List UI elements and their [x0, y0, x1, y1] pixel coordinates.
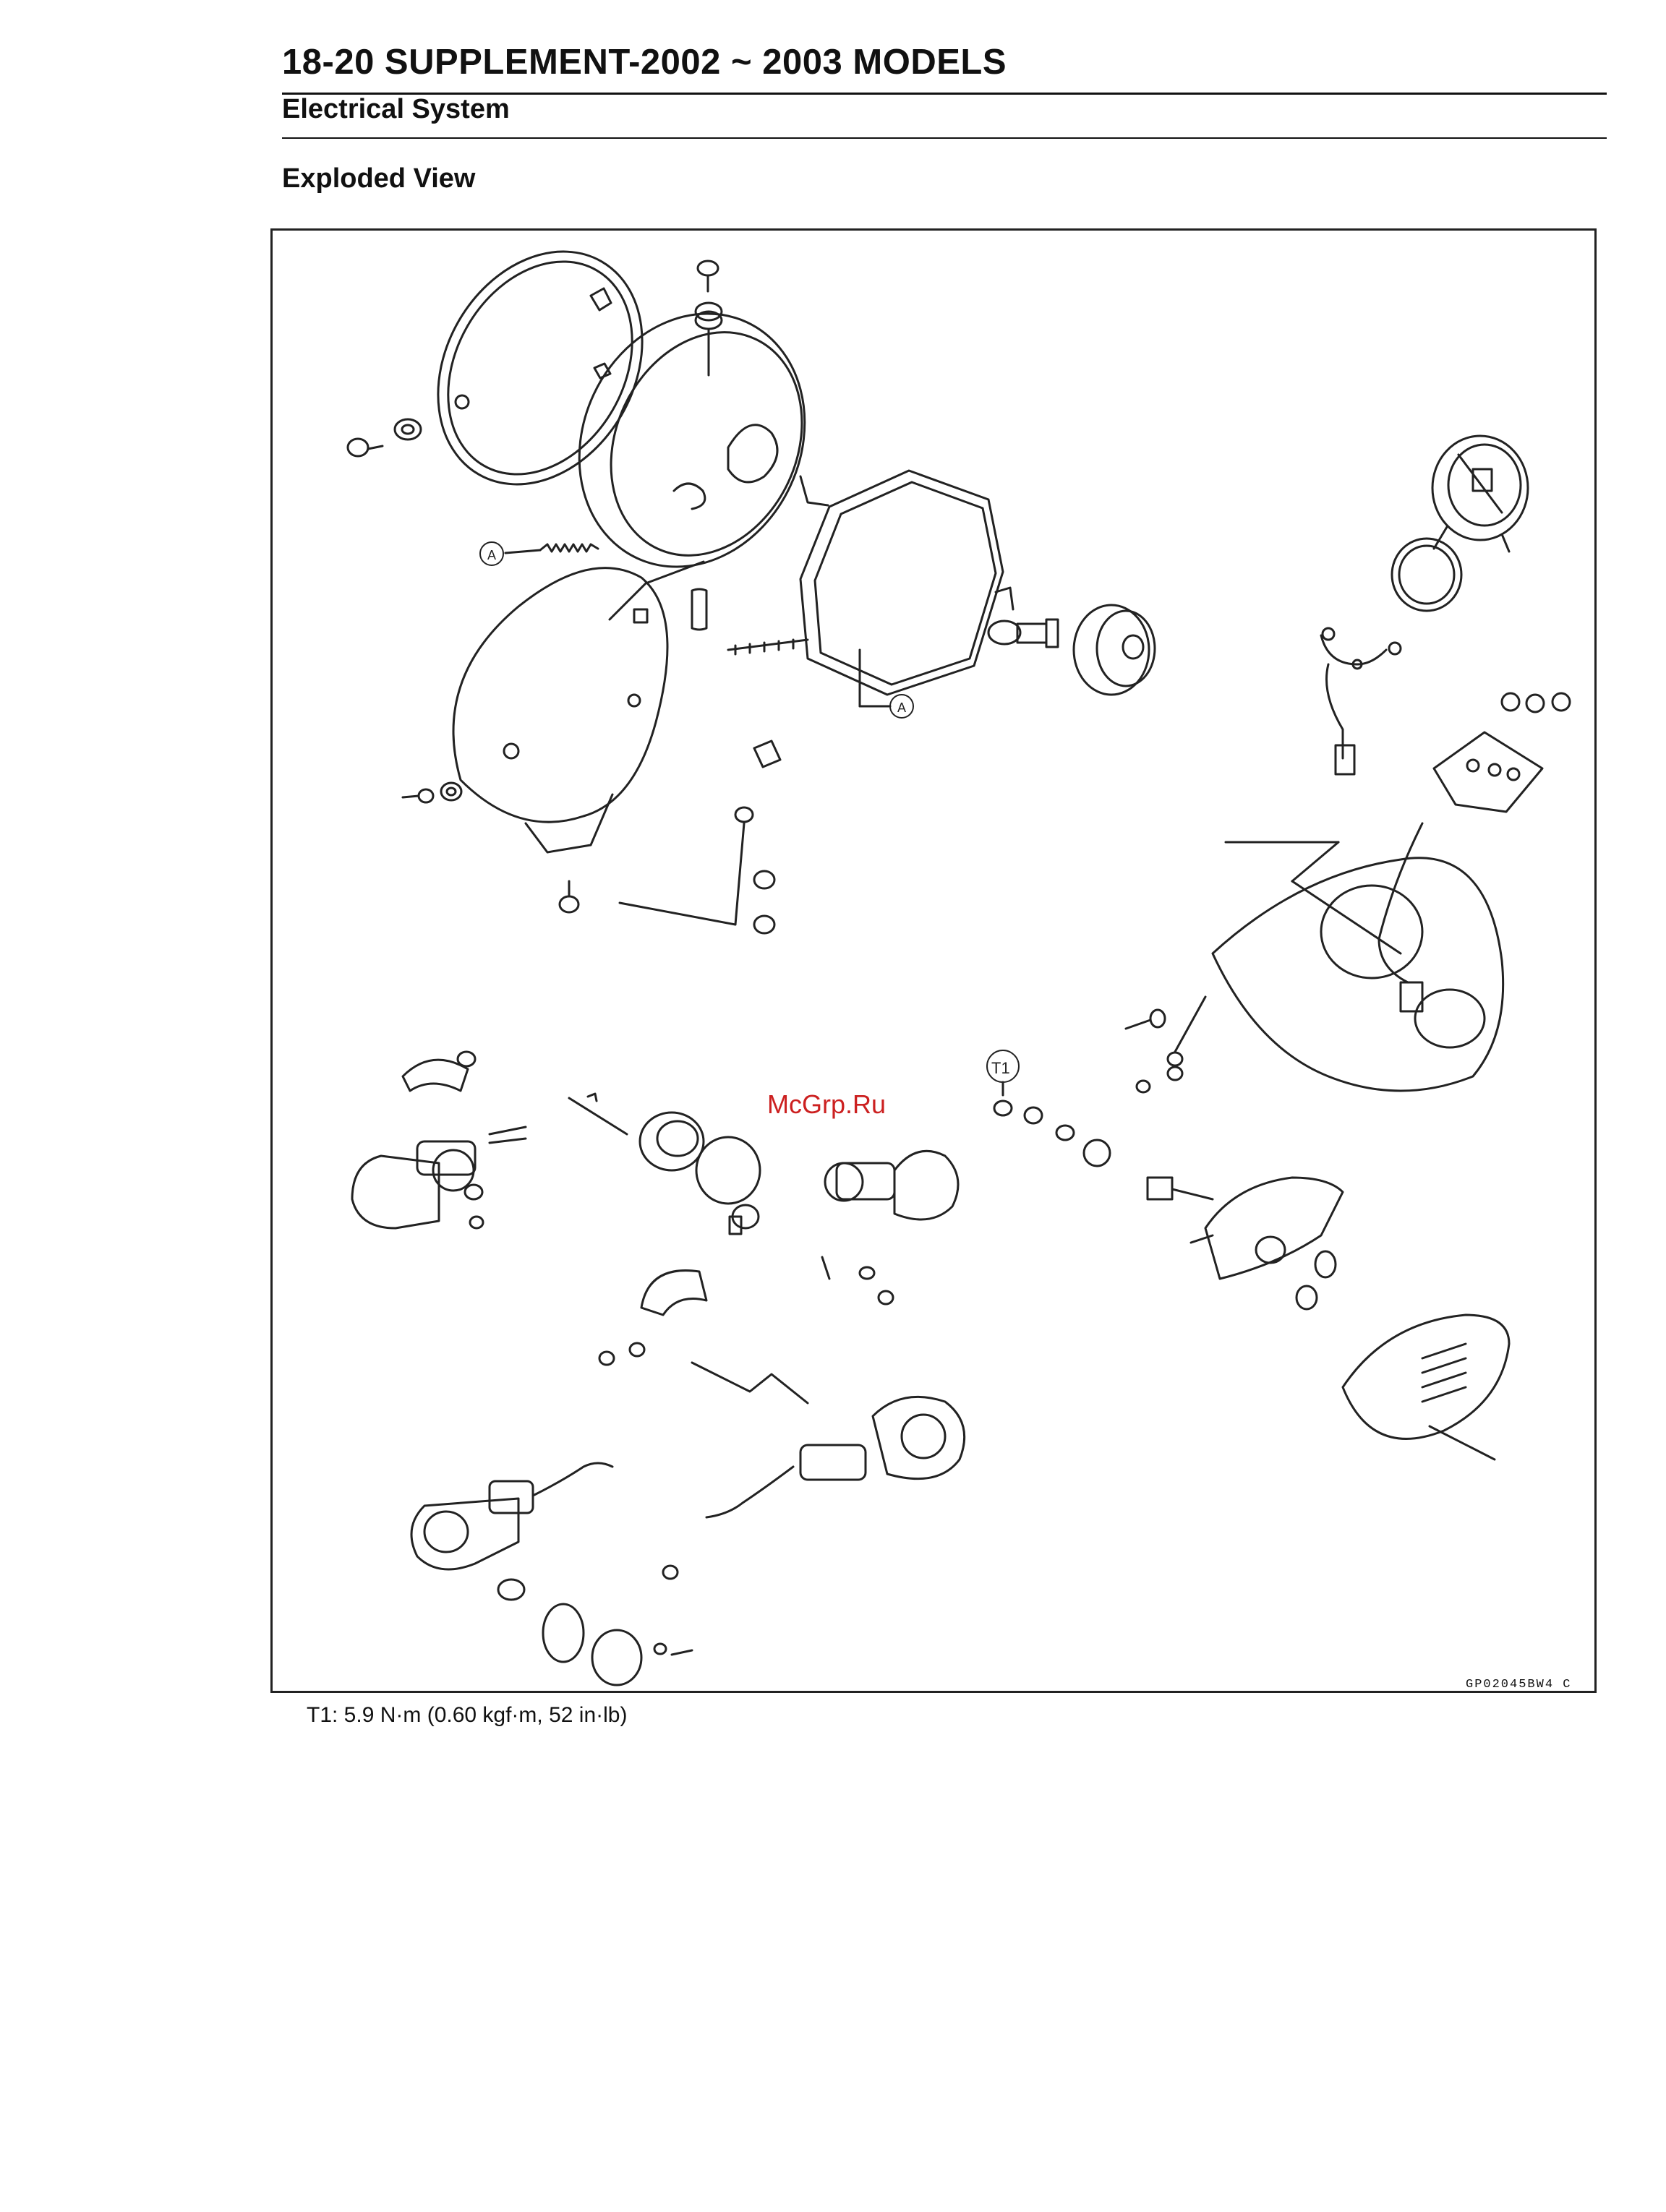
adjuster-spring-part [505, 544, 598, 553]
rim-screw-part [348, 419, 421, 456]
exploded-view-figure: A A [270, 228, 1597, 1693]
front-left-turn-signal-part [352, 1052, 526, 1228]
front-lens-ring-bulb-part [569, 1094, 760, 1234]
meter-cover-part [1213, 842, 1503, 1091]
headlight-rim-part [397, 231, 683, 521]
page-title: 18-20 SUPPLEMENT-2002 ~ 2003 MODELS [282, 42, 1007, 82]
adjuster-nut-part [610, 562, 706, 630]
front-right-turn-signal-part [630, 1151, 958, 1403]
callout-a-lower-label: A [897, 700, 906, 715]
torque-note: T1: 5.9 N·m (0.60 kgf·m, 52 in·lb) [307, 1703, 627, 1728]
site-watermark: McGrp.Ru [767, 1089, 886, 1120]
section-name: Electrical System [282, 94, 510, 125]
meter-ring-part [1392, 539, 1461, 611]
exploded-view-drawing: A A [273, 231, 1594, 1691]
top-screw-grommet-part [696, 261, 722, 375]
housing-mount-hardware-part [620, 741, 780, 933]
headlight-housing-part [453, 568, 667, 852]
housing-screws-part [403, 783, 578, 912]
headlight-unit-part [539, 276, 845, 604]
tail-lamp-lens-part [1343, 1315, 1509, 1459]
headlight-bracket-part [800, 471, 1013, 695]
rear-lamp-bracket-part [1191, 1178, 1343, 1309]
headlight-bulb-part [988, 605, 1155, 695]
rear-lamp-mount-hardware-part [994, 1082, 1213, 1199]
meter-harness-part [1321, 628, 1401, 774]
figure-code: GP02045BW4 C [1466, 1678, 1571, 1692]
rear-left-turn-signal-part [411, 1352, 692, 1685]
figure-heading: Exploded View [282, 163, 475, 194]
callout-a-upper-label: A [487, 548, 496, 562]
rear-right-turn-signal-part [663, 1397, 965, 1579]
speedometer-part [1432, 436, 1528, 552]
bleed-through-ghost [65, 45, 75, 88]
meter-cover-screws-part [1126, 997, 1205, 1092]
header-rule-bottom [282, 137, 1607, 139]
callout-t1-label: T1 [991, 1059, 1010, 1077]
